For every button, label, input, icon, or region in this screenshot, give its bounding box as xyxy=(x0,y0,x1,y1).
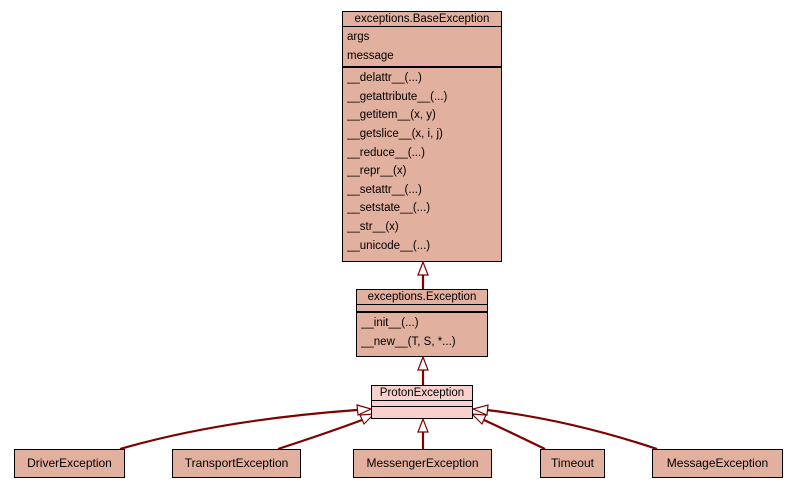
arrowhead-transport xyxy=(359,413,376,426)
edge-arrows xyxy=(356,260,489,433)
arrowhead-driver xyxy=(356,404,373,416)
arrowhead-message xyxy=(471,404,489,416)
attribute-item: args xyxy=(347,31,370,43)
method-item: __repr__(x) xyxy=(347,165,407,178)
method-item: __reduce__(...) xyxy=(347,146,425,159)
method-item: __setattr__(...) xyxy=(347,183,422,196)
method-item: __setstate__(...) xyxy=(347,202,431,215)
edge-timeout-to-proton xyxy=(483,419,546,450)
arrowhead-to-base xyxy=(417,260,429,276)
method-list: __init__(...) __new__(T, S, *...) xyxy=(357,313,487,352)
class-title: MessengerException xyxy=(366,456,479,470)
arrowhead-timeout xyxy=(470,413,487,426)
arrowhead-messenger xyxy=(417,417,429,433)
class-transport-exception[interactable]: TransportException xyxy=(172,449,301,478)
method-item: __delattr__(...) xyxy=(347,72,422,85)
method-item: __getitem__(x, y) xyxy=(347,109,436,122)
edge-driver-to-proton xyxy=(119,408,358,451)
method-item: __new__(T, S, *...) xyxy=(361,335,456,348)
attribute-list: args message xyxy=(343,27,501,66)
class-title: exceptions.Exception xyxy=(367,291,477,303)
edge-message-to-proton xyxy=(486,408,658,451)
class-title: ProtonException xyxy=(379,387,465,399)
class-base-exception[interactable]: exceptions.BaseException args message __… xyxy=(342,11,502,262)
class-title: DriverException xyxy=(27,456,112,470)
class-exception[interactable]: exceptions.Exception __init__(...) __new… xyxy=(356,289,488,357)
class-title: exceptions.BaseException xyxy=(354,13,490,25)
class-message-exception[interactable]: MessageException xyxy=(652,449,783,478)
method-item: __getslice__(x, i, j) xyxy=(347,127,443,140)
method-item: __unicode__(...) xyxy=(347,239,431,252)
class-driver-exception[interactable]: DriverException xyxy=(14,449,125,478)
method-item: __getattribute__(...) xyxy=(347,90,448,103)
method-item: __str__(x) xyxy=(347,220,399,233)
attribute-item: message xyxy=(347,49,394,62)
edge-transport-to-proton xyxy=(277,418,363,451)
class-title: TransportException xyxy=(184,456,289,470)
class-messenger-exception[interactable]: MessengerException xyxy=(353,449,492,478)
method-item: __init__(...) xyxy=(361,317,419,329)
class-title: MessageException xyxy=(666,456,769,470)
edge-lines xyxy=(119,275,658,451)
class-title: Timeout xyxy=(551,456,594,470)
class-proton-exception[interactable]: ProtonException xyxy=(371,385,473,419)
arrowhead-to-exception xyxy=(417,355,429,371)
class-timeout[interactable]: Timeout xyxy=(540,449,605,478)
method-list: __delattr__(...) __getattribute__(...) _… xyxy=(343,68,501,256)
